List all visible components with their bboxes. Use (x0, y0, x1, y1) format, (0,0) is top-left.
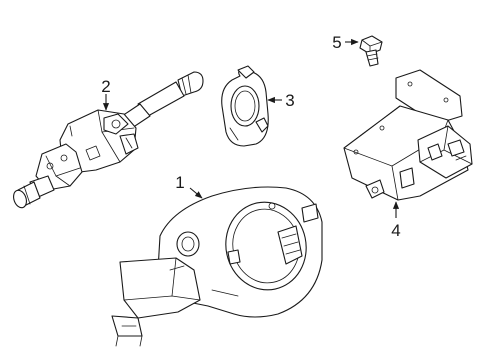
callout-5: 5 (332, 33, 341, 52)
bolt-part (359, 35, 383, 67)
steering-lock-part (343, 69, 473, 201)
callout-1: 1 (175, 173, 184, 192)
callout-3: 3 (285, 91, 294, 110)
combination-switch-part (13, 71, 204, 209)
callout-2: 2 (101, 77, 110, 96)
spiral-cable-part (221, 65, 269, 147)
callout-4: 4 (391, 221, 400, 240)
column-cover-part (111, 186, 323, 347)
leader-1 (189, 187, 203, 199)
